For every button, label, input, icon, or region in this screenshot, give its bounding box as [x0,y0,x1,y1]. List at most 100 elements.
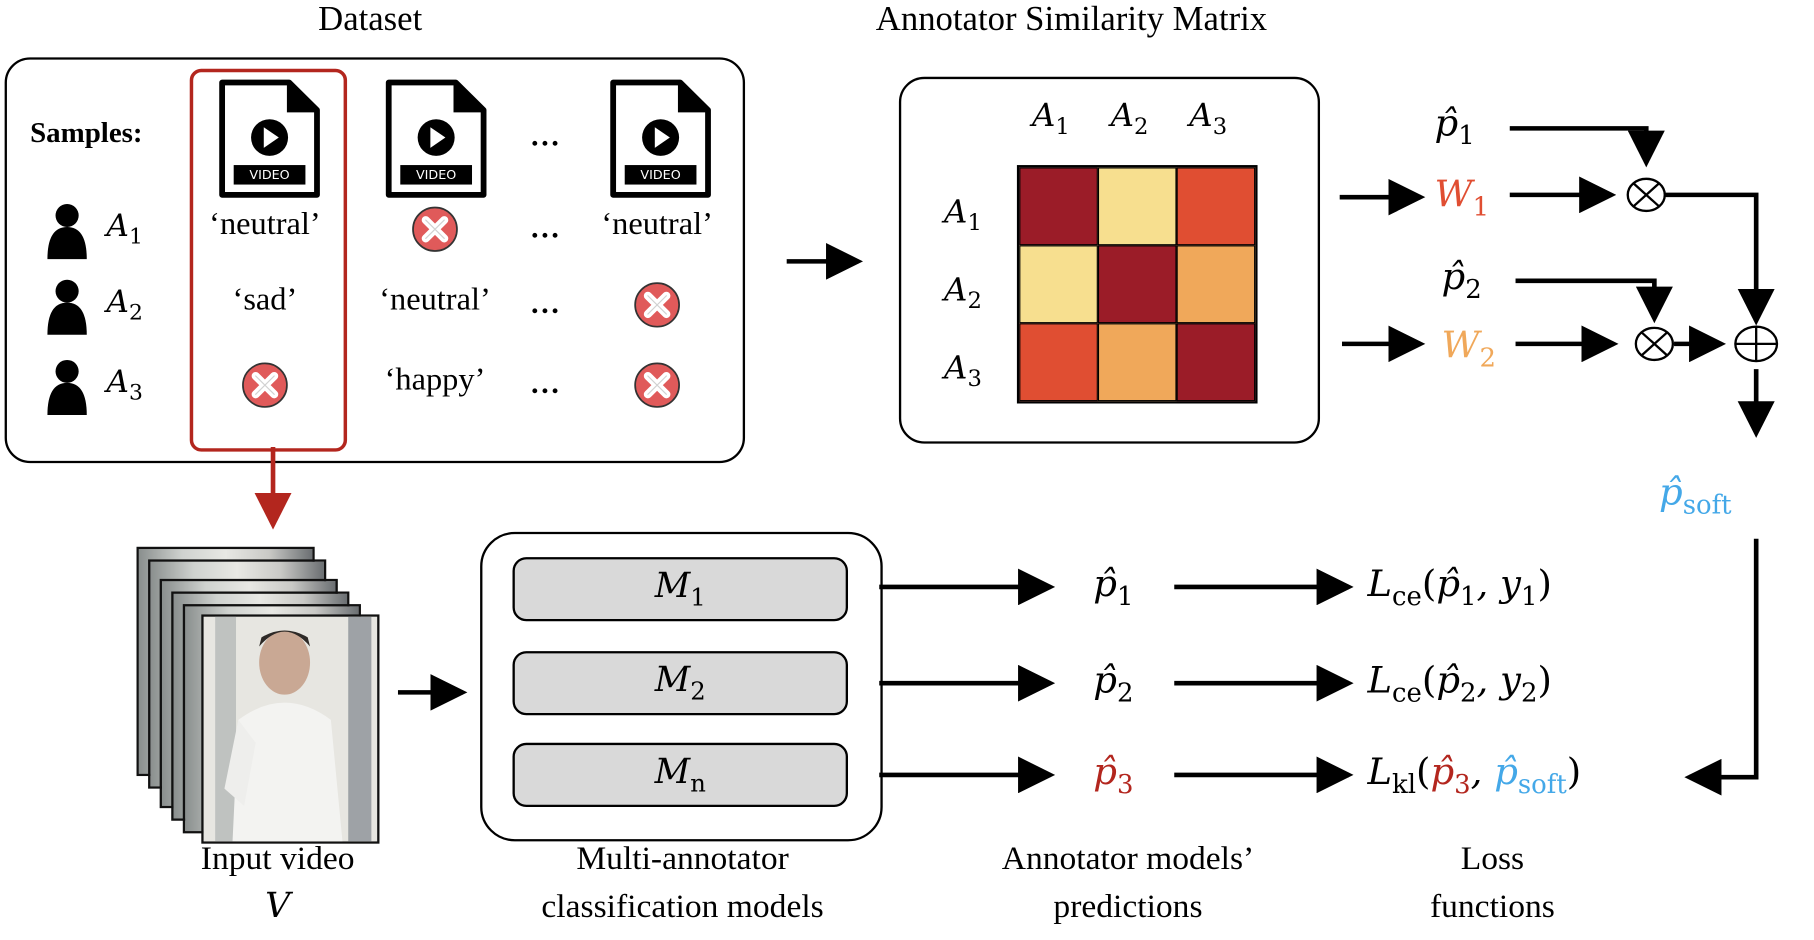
caption-input-video: Input video V [150,835,405,931]
loss-arg2-subscript: 2 [1520,678,1538,709]
paren-close: ) [1566,749,1582,794]
model-block[interactable]: M1 [512,557,849,622]
annotation-label: ‘neutral’ [601,206,713,242]
missing-label-x-icon [632,280,683,330]
paren-open: ( [1421,561,1437,606]
loss-arg2-base: p̂ [1494,749,1518,794]
samples-label: Samples: [30,118,143,150]
paren-open: ( [1421,657,1437,702]
loss-arg2-base: y [1500,561,1521,606]
matrix-row-header: A3 [944,348,982,391]
matrix-cell [1176,167,1256,246]
annotation-label: ‘neutral’ [379,281,491,318]
matrix-cell [1097,245,1177,324]
caption-symbol-v: V [265,886,291,927]
fusion-w1-label-base: W [1434,171,1473,216]
person-figure-icon [203,616,378,842]
loss-arg1-subscript: 2 [1460,678,1477,709]
loss-symbol-subscript: ce [1392,582,1422,612]
loss-expression: Lce(p̂1, y1) [1367,562,1551,612]
paren-open: ( [1416,749,1431,794]
matrix-col-header: A1 [1032,96,1070,139]
matrix-row-header: A1 [944,193,982,236]
caption-line: predictions [1053,888,1203,926]
multiply-operator-2 [1634,326,1675,362]
arrow-p1-to-mult1 [1509,126,1665,168]
video-file-icon[interactable]: VIDEO [384,78,488,200]
add-operator [1734,325,1779,363]
ellipsis: … [529,286,563,320]
matrix-col-header: A2 [1111,96,1149,139]
p-soft-label-base: p̂ [1658,469,1683,514]
prediction-label-subscript: 1 [1116,582,1134,612]
loss-arg1: p̂2 [1436,658,1476,708]
matrix-cell [1176,245,1256,324]
video-badge-label: VIDEO [640,167,681,183]
matrix-cell [1176,323,1256,402]
matrix-cell [1097,323,1177,402]
loss-symbol: Lkl [1367,750,1416,800]
multiply-operator-1 [1626,177,1666,213]
p-soft-label: p̂soft [1659,470,1732,520]
annotator-label-subscript: 2 [128,299,143,326]
arrow-p2-to-mult2 [1515,278,1673,324]
prediction-label-base: p̂ [1093,657,1117,702]
model-label-subscript: 1 [690,584,706,612]
caption-line: Input video [200,840,355,877]
prediction-label: p̂1 [1093,562,1133,612]
annotator-person-icon [44,202,90,262]
caption-line: functions [1429,888,1555,926]
ellipsis: … [529,366,563,401]
annotation-label: ‘happy’ [384,362,486,398]
video-file-icon[interactable]: VIDEO [609,78,713,200]
prediction-label-subscript: 2 [1116,678,1134,709]
fusion-w2-label-subscript: 2 [1479,343,1497,374]
loss-arg1-base: p̂ [1430,749,1455,794]
missing-label-x-icon [632,360,683,410]
prediction-label: p̂2 [1093,658,1133,708]
loss-arg1: p̂1 [1436,562,1476,612]
comma: , [1476,561,1501,606]
fusion-p1-label-subscript: 1 [1458,121,1475,152]
annotator-person-icon [44,277,90,337]
loss-arg1-subscript: 1 [1460,582,1477,612]
model-block[interactable]: Mn [512,742,849,807]
loss-symbol-base: L [1367,657,1393,702]
matrix-cell [1019,323,1098,402]
model-label-base: M [654,752,691,793]
matrix-row-header-base: A [944,270,968,309]
video-file-icon[interactable]: VIDEO [217,78,321,200]
loss-arg2-subscript: soft [1517,770,1567,800]
prediction-label-base: p̂ [1093,561,1117,606]
annotation-label: ‘neutral’ [209,206,321,242]
similarity-title: Annotator Similarity Matrix [875,0,1268,38]
prediction-label: p̂3 [1093,750,1133,800]
matrix-row-header-subscript: 2 [967,287,982,314]
loss-expression: Lce(p̂2, y2) [1367,658,1551,708]
matrix-cell [1019,167,1098,246]
model-block[interactable]: M2 [512,651,849,716]
fusion-w1-label: W1 [1435,172,1490,222]
model-label: Mn [655,752,706,797]
matrix-col-header-subscript: 2 [1134,113,1149,140]
matrix-col-header-base: A [1110,96,1135,135]
selected-sample-highlight[interactable] [189,68,348,452]
loss-arg2-base: y [1500,657,1521,702]
loss-arg2: y2 [1500,657,1537,708]
fusion-p1-label-base: p̂ [1434,100,1459,145]
arrow-mult1-to-add [1663,192,1775,326]
loss-arg2-subscript: 1 [1520,582,1538,612]
video-badge-label: VIDEO [249,167,290,183]
loss-symbol-subscript: ce [1392,678,1422,709]
loss-symbol-base: L [1367,561,1393,606]
prediction-label-subscript: 3 [1116,770,1134,800]
matrix-row-header-subscript: 3 [967,365,982,392]
missing-label-x-icon [239,360,290,410]
caption-line: Loss [1460,840,1525,877]
loss-arg1: p̂3 [1430,749,1470,800]
fusion-w1-label-subscript: 1 [1472,192,1490,223]
paren-close: ) [1537,657,1552,702]
prediction-label-base: p̂ [1093,749,1117,794]
annotator-person-icon [44,358,90,418]
matrix-cell [1019,245,1098,324]
